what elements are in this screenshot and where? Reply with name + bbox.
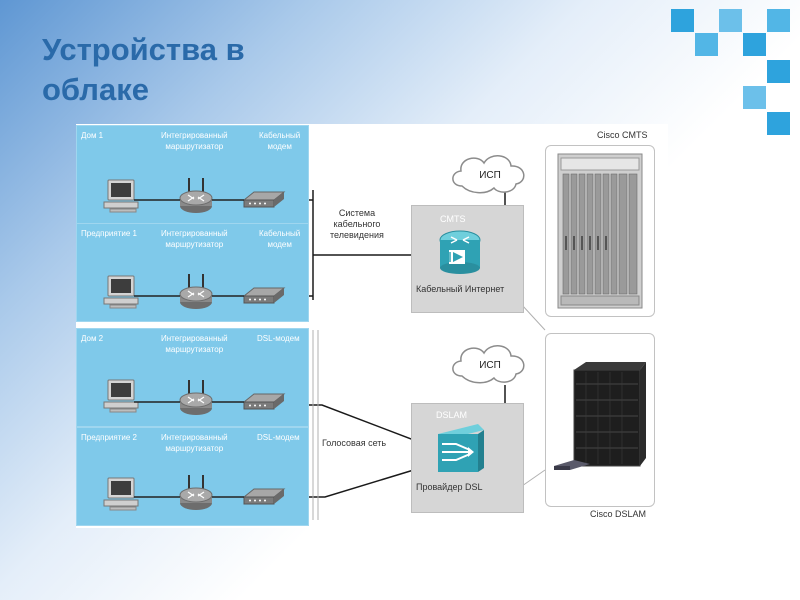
- computer-icon: [103, 275, 139, 309]
- slide-title: Устройства в облаке: [42, 32, 245, 107]
- cisco-cmts-photo: [545, 145, 655, 317]
- cisco-dslam-photo: [545, 333, 655, 507]
- dslam-label: DSLAM: [436, 410, 468, 420]
- dslam-chassis-image: [554, 362, 646, 470]
- isp-cloud-dsl: ИСП: [452, 345, 525, 384]
- cable-modem-icon: [243, 287, 285, 304]
- panel-1-devices: [103, 177, 285, 214]
- panel-4-devices: [103, 474, 285, 511]
- cable-tv-system-label: Система кабельного телевидения: [330, 208, 384, 240]
- isp-label: ИСП: [479, 170, 501, 181]
- isp-cloud-cable: ИСП: [452, 155, 525, 194]
- cisco-cmts-caption: Cisco CMTS: [597, 130, 648, 140]
- voice-network-label: Голосовая сеть: [322, 438, 387, 448]
- dslam-box: DSLAM Провайдер DSL: [411, 403, 524, 513]
- computer-icon: [103, 179, 139, 213]
- panel-router-label: Интегрированный маршрутизатор: [161, 131, 228, 151]
- panel-location-label: Предприятие 2: [81, 433, 137, 442]
- cable-modem-icon: [243, 191, 285, 208]
- panel-2-devices: [103, 273, 285, 310]
- cmts-label: CMTS: [440, 214, 466, 224]
- panel-modem-label: Кабельный модем: [259, 229, 301, 249]
- panel-modem-label: Кабельный модем: [259, 131, 301, 151]
- panel-router-label: Интегрированный маршрутизатор: [161, 433, 228, 453]
- computer-icon: [103, 477, 139, 511]
- cable-internet-label: Кабельный Интернет: [416, 284, 505, 294]
- dslam-device-icon: [438, 424, 484, 472]
- computer-icon: [103, 379, 139, 413]
- panel-3-devices: [103, 379, 285, 416]
- dsl-modem-icon: [243, 488, 285, 505]
- router-icon: [179, 273, 213, 310]
- dsl-provider-label: Провайдер DSL: [416, 482, 483, 492]
- cisco-dslam-caption: Cisco DSLAM: [590, 509, 647, 519]
- panel-router-label: Интегрированный маршрутизатор: [161, 334, 228, 354]
- router-icon: [179, 177, 213, 214]
- router-icon: [179, 474, 213, 511]
- cmts-chassis-image: [557, 153, 643, 309]
- panel-location-label: Дом 1: [81, 131, 104, 140]
- panel-location-label: Дом 2: [81, 334, 104, 343]
- router-icon: [179, 379, 213, 416]
- panel-modem-label: DSL-модем: [257, 433, 300, 442]
- panel-router-label: Интегрированный маршрутизатор: [161, 229, 228, 249]
- panel-modem-label: DSL-модем: [257, 334, 300, 343]
- panel-location-label: Предприятие 1: [81, 229, 137, 238]
- isp-label: ИСП: [479, 360, 501, 371]
- cmts-device-icon: [439, 230, 481, 274]
- dsl-modem-icon: [243, 393, 285, 410]
